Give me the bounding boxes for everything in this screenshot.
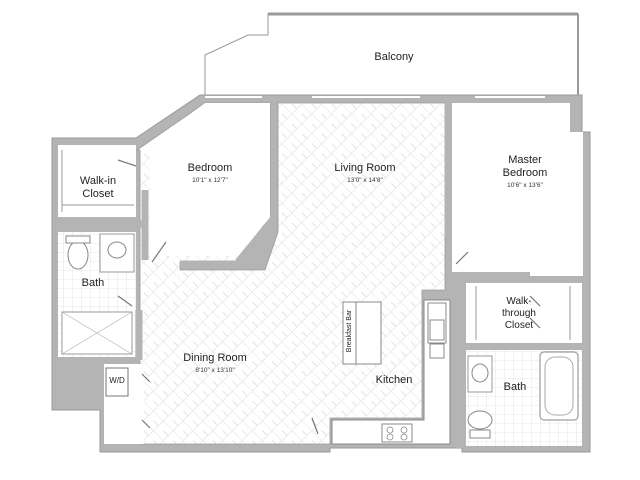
walk-in-closet-label-1: Walk-in [79,175,117,187]
door-swing [455,251,469,265]
door-swing [311,417,319,435]
bath-right-label: Bath [503,381,527,393]
sink-kitchen-icon [429,319,445,341]
bedroom-dims: 10'1" x 12'7" [192,177,228,184]
walk-through-closet-label-2: through [502,308,536,319]
walk-through-closet-label-3: Closet [504,320,534,331]
bedroom-floor [142,103,270,256]
living-room-label: Living Room [334,162,396,174]
toilet-tank [65,235,91,244]
toilet-right-icon [467,410,493,430]
dining-room-dims: 8'10" x 13'10" [195,367,235,374]
dishwasher [429,343,445,359]
bath-left-label: Bath [81,277,105,289]
door-swing [151,241,167,263]
burner-icon [400,433,408,441]
sink-left-icon [107,241,127,259]
master-bedroom-label-2: Bedroom [502,167,548,179]
burner-icon [386,426,394,434]
washer-dryer-box [105,367,129,397]
door-swing [141,373,151,429]
master-bedroom-dims: 10'6" x 13'6" [507,182,543,189]
burner-icon [386,433,394,441]
wall-bedroom-diag [235,215,277,265]
walk-through-closet-label-1: Walk- [506,296,532,307]
bedroom-label: Bedroom [187,162,233,174]
dining-room-label: Dining Room [183,352,247,364]
door-swing [529,295,541,329]
balcony-label: Balcony [374,51,414,63]
living-room-dims: 13'0" x 14'8" [347,177,383,184]
burner-icon [400,426,408,434]
kitchen-label: Kitchen [375,374,413,386]
master-bedroom-label-1: Master [508,154,542,166]
walk-through-closet-floor [466,283,582,343]
breakfast-bar-label: Breakfast Bar [346,309,353,353]
door-swing [117,159,137,167]
washer-dryer-label: W/D [109,376,125,385]
stove [381,423,413,443]
bathtub-inner [544,356,574,416]
walk-in-closet-label-2: Closet [82,188,114,200]
door-swing [117,295,133,307]
breakfast-bar-counter [342,301,382,365]
toilet-left-icon [67,240,89,270]
shower-x [61,311,133,355]
sink-right-icon [471,363,489,383]
toilet-tank [469,429,491,439]
master-bedroom-floor [452,103,583,276]
